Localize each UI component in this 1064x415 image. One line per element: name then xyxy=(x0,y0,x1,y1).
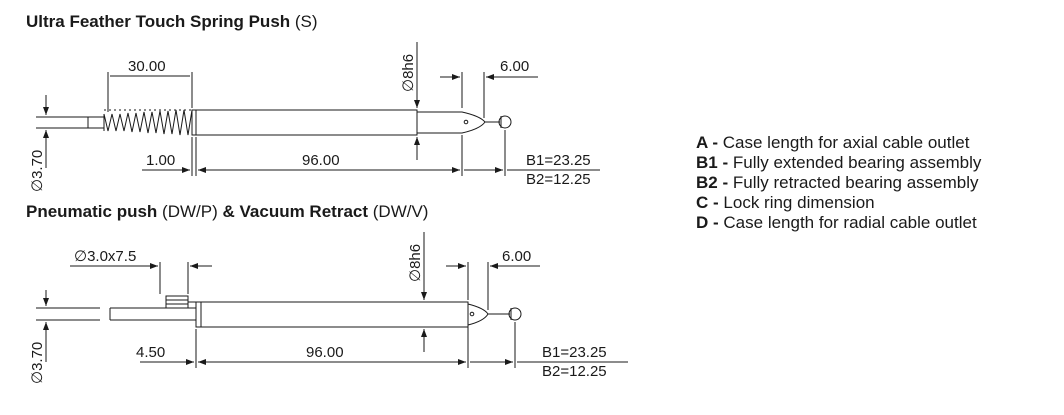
legend-key: D - xyxy=(696,213,719,232)
probe-body xyxy=(195,301,469,328)
title-code: (S) xyxy=(294,12,318,31)
dim-30: 30.00 xyxy=(128,58,166,75)
dim-diameter: ∅3.70 xyxy=(29,342,46,384)
air-port xyxy=(165,295,196,309)
legend-key: A - xyxy=(696,133,719,152)
dim-bore: ∅8h6 xyxy=(407,244,424,282)
diameter-value: 3.70 xyxy=(29,342,46,371)
dim-diameter: ∅3.70 xyxy=(29,150,46,192)
dim-body-len: 96.00 xyxy=(302,152,340,169)
diameter-symbol: ∅ xyxy=(407,269,424,282)
diameter-value: 3.70 xyxy=(29,150,46,179)
probe-nose xyxy=(417,111,486,134)
dim-6-top: 6.00 xyxy=(502,248,531,265)
dim-b1: B1=23.25 xyxy=(526,152,591,169)
dim-b2: B2=12.25 xyxy=(526,171,591,188)
legend-item-a: A - Case length for axial cable outlet xyxy=(696,133,981,153)
legend-item-b2: B2 - Fully retracted bearing assembly xyxy=(696,173,981,193)
legend-item-b1: B1 - Fully extended bearing assembly xyxy=(696,153,981,173)
diameter-symbol: ∅ xyxy=(74,248,87,265)
diameter-symbol: ∅ xyxy=(400,79,417,92)
probe-nose xyxy=(467,303,489,326)
section-title-spring-push: Ultra Feather Touch Spring Push (S) xyxy=(26,12,318,32)
legend-text: Lock ring dimension xyxy=(723,193,875,212)
legend-key: C - xyxy=(696,193,719,212)
legend-item-d: D - Case length for radial cable outlet xyxy=(696,213,981,233)
probe-tip xyxy=(508,307,522,321)
title-text: Pneumatic push xyxy=(26,202,158,221)
legend-text: Fully retracted bearing assembly xyxy=(732,173,979,192)
dim-body-len: 96.00 xyxy=(306,344,344,361)
probe-drawing-pneumatic xyxy=(36,232,628,368)
dimension-legend: A - Case length for axial cable outlet B… xyxy=(696,133,981,233)
cable-stub xyxy=(44,116,104,129)
dim-b2: B2=12.25 xyxy=(542,363,607,380)
legend-key: B1 - xyxy=(696,153,729,172)
dim-left-gap: 1.00 xyxy=(146,152,175,169)
bore-value: 8h6 xyxy=(407,244,424,269)
diameter-symbol: ∅ xyxy=(29,179,46,192)
legend-item-c: C - Lock ring dimension xyxy=(696,193,981,213)
title-text: Ultra Feather Touch Spring Push xyxy=(26,12,291,31)
port-value: 3.0x7.5 xyxy=(87,248,136,265)
probe-body xyxy=(191,109,418,136)
probe-tip xyxy=(498,115,512,129)
legend-text: Case length for axial cable outlet xyxy=(722,133,970,152)
dim-bore: ∅8h6 xyxy=(400,54,417,92)
title-amp: & xyxy=(222,202,235,221)
bore-value: 8h6 xyxy=(400,54,417,79)
title-text-2: Vacuum Retract xyxy=(239,202,369,221)
spring-coil xyxy=(103,109,193,136)
dim-left-gap: 4.50 xyxy=(136,344,165,361)
diameter-symbol: ∅ xyxy=(29,371,46,384)
cable-stub xyxy=(44,307,196,321)
title-code-2: (DW/V) xyxy=(372,202,429,221)
legend-text: Fully extended bearing assembly xyxy=(732,153,982,172)
dim-port: ∅3.0x7.5 xyxy=(74,248,136,265)
section-title-pneumatic-push: Pneumatic push (DW/P) & Vacuum Retract (… xyxy=(26,202,428,222)
legend-key: B2 - xyxy=(696,173,729,192)
legend-text: Case length for radial cable outlet xyxy=(723,213,977,232)
title-code: (DW/P) xyxy=(162,202,218,221)
dim-b1: B1=23.25 xyxy=(542,344,607,361)
dim-6-top: 6.00 xyxy=(500,58,529,75)
probe-drawing-spring xyxy=(36,42,600,176)
